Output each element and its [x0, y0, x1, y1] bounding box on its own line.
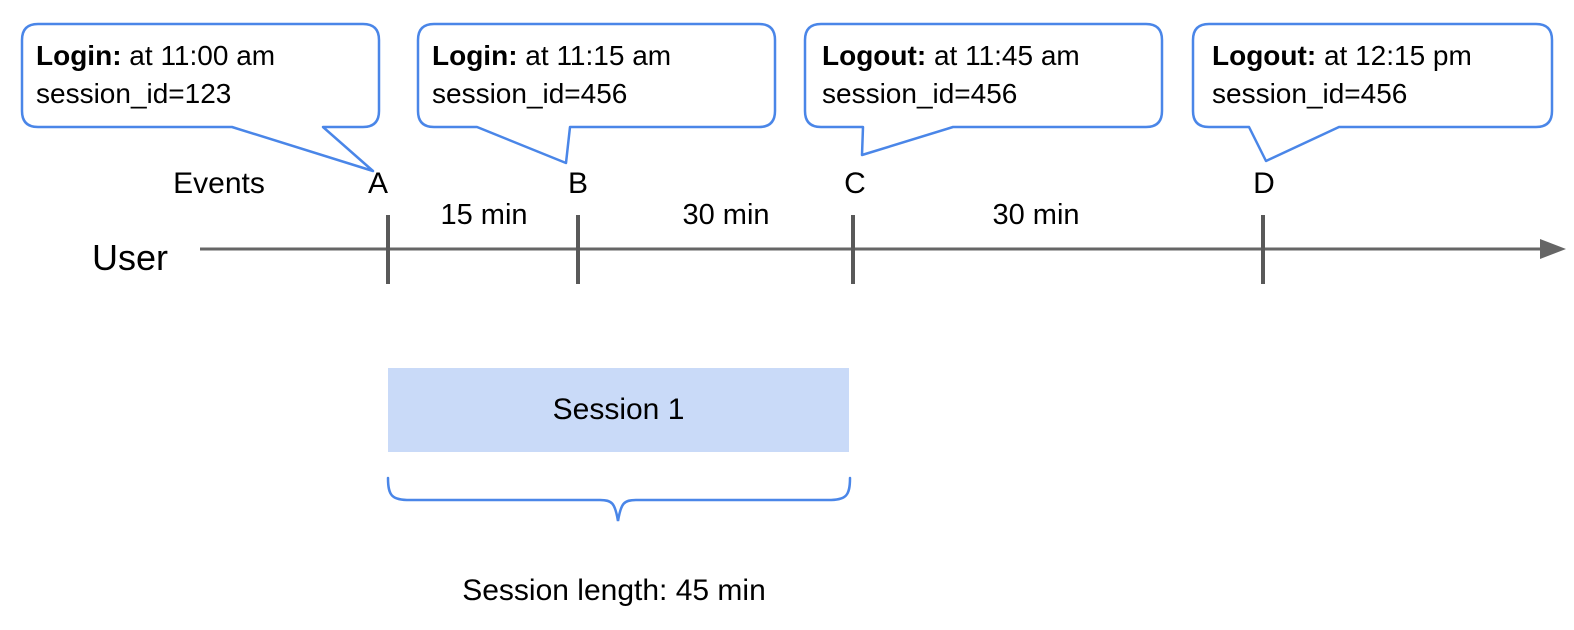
event-time-label: at 11:00 am: [121, 40, 276, 71]
event-type-label: Login:: [432, 40, 518, 71]
callout-bubble-d: [1191, 22, 1554, 163]
event-type-label: Logout:: [822, 40, 927, 71]
interval-label-bc: 30 min: [682, 199, 770, 231]
axis-user-label: User: [92, 237, 169, 278]
callout-bubble-b: [416, 22, 777, 165]
event-marker-d: D: [1253, 167, 1275, 200]
event-time-label: at 12:15 pm: [1316, 40, 1472, 71]
callout-bubble-c: [803, 22, 1164, 157]
callout-line1: Logout: at 12:15 pm: [1212, 37, 1472, 75]
callout-line2: session_id=456: [1212, 78, 1408, 109]
callout-text-a: Login: at 11:00 am session_id=123: [36, 37, 275, 113]
event-time-label: at 11:15 am: [517, 40, 672, 71]
event-marker-c: C: [844, 167, 866, 200]
callout-line1: Logout: at 11:45 am: [822, 37, 1080, 75]
callout-line2: session_id=456: [822, 78, 1018, 109]
event-time-label: at 11:45 am: [926, 40, 1080, 71]
callout-text-d: Logout: at 12:15 pm session_id=456: [1212, 37, 1472, 113]
events-label: Events: [173, 167, 265, 200]
session-bar: Session 1: [388, 368, 849, 452]
callout-text-c: Logout: at 11:45 am session_id=456: [822, 37, 1080, 113]
event-type-label: Logout:: [1212, 40, 1317, 71]
event-type-label: Login:: [36, 40, 122, 71]
interval-label-ab: 15 min: [440, 199, 528, 231]
callout-bubble-a: [20, 22, 381, 173]
callout-line1: Login: at 11:15 am: [432, 37, 671, 75]
interval-label-cd: 30 min: [992, 199, 1080, 231]
event-marker-a: A: [367, 167, 388, 200]
event-marker-b: B: [567, 167, 588, 200]
session-brace: [386, 476, 852, 522]
session-bar-label: Session 1: [552, 393, 685, 426]
callout-text-b: Login: at 11:15 am session_id=456: [432, 37, 671, 113]
callout-line1: Login: at 11:00 am: [36, 37, 275, 75]
callout-line2: session_id=456: [432, 78, 628, 109]
timeline-arrowhead-icon: [1540, 239, 1566, 259]
session-length-label: Session length: 45 min: [462, 574, 766, 607]
callout-line2: session_id=123: [36, 78, 232, 109]
